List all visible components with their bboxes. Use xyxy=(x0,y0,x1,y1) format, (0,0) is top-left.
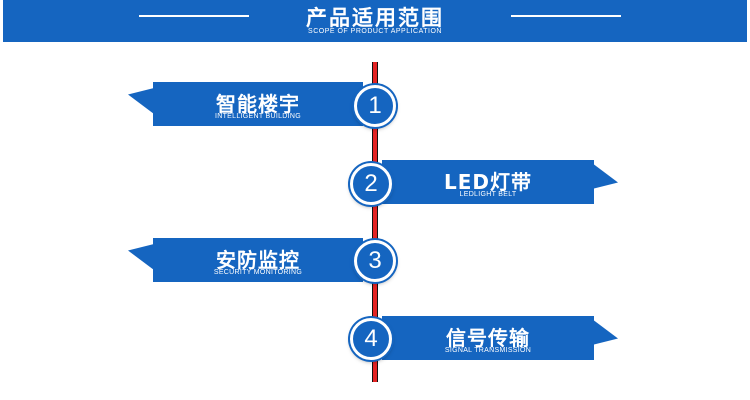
item-title: 安防监控 xyxy=(216,248,300,272)
banner-tail xyxy=(128,80,156,116)
item-subtitle: SIGNAL TRANSMISSION xyxy=(444,347,532,354)
banner-tail xyxy=(128,236,156,272)
timeline-line xyxy=(372,62,378,382)
banner-label: 安防监控 SECURITY MONITORING xyxy=(153,238,363,282)
banner-tail xyxy=(590,317,618,353)
item-title: LED灯带 xyxy=(443,170,532,194)
number-badge: 4 xyxy=(350,318,392,360)
item-title: 智能楼宇 xyxy=(216,92,300,116)
number-badge: 1 xyxy=(354,85,396,127)
item-subtitle: INTELLIGENT BUILDING xyxy=(214,113,301,120)
page-title: 产品适用范围 xyxy=(306,6,444,30)
header-divider-right xyxy=(511,15,621,17)
banner-label: 信号传输 SIGNAL TRANSMISSION xyxy=(382,316,594,360)
page-subtitle: SCOPE OF PRODUCT APPLICATION xyxy=(308,28,442,35)
header-divider-left xyxy=(139,15,249,17)
header-banner: 产品适用范围 SCOPE OF PRODUCT APPLICATION xyxy=(3,0,747,42)
banner-label: LED灯带 LEDLIGHT BELT xyxy=(382,160,594,204)
banner-label: 智能楼宇 INTELLIGENT BUILDING xyxy=(153,82,363,126)
item-title: 信号传输 xyxy=(446,326,530,350)
banner-tail xyxy=(590,161,618,197)
item-subtitle: LEDLIGHT BELT xyxy=(459,191,517,198)
number-badge: 3 xyxy=(354,240,396,282)
number-badge: 2 xyxy=(350,163,392,205)
item-subtitle: SECURITY MONITORING xyxy=(213,269,303,276)
